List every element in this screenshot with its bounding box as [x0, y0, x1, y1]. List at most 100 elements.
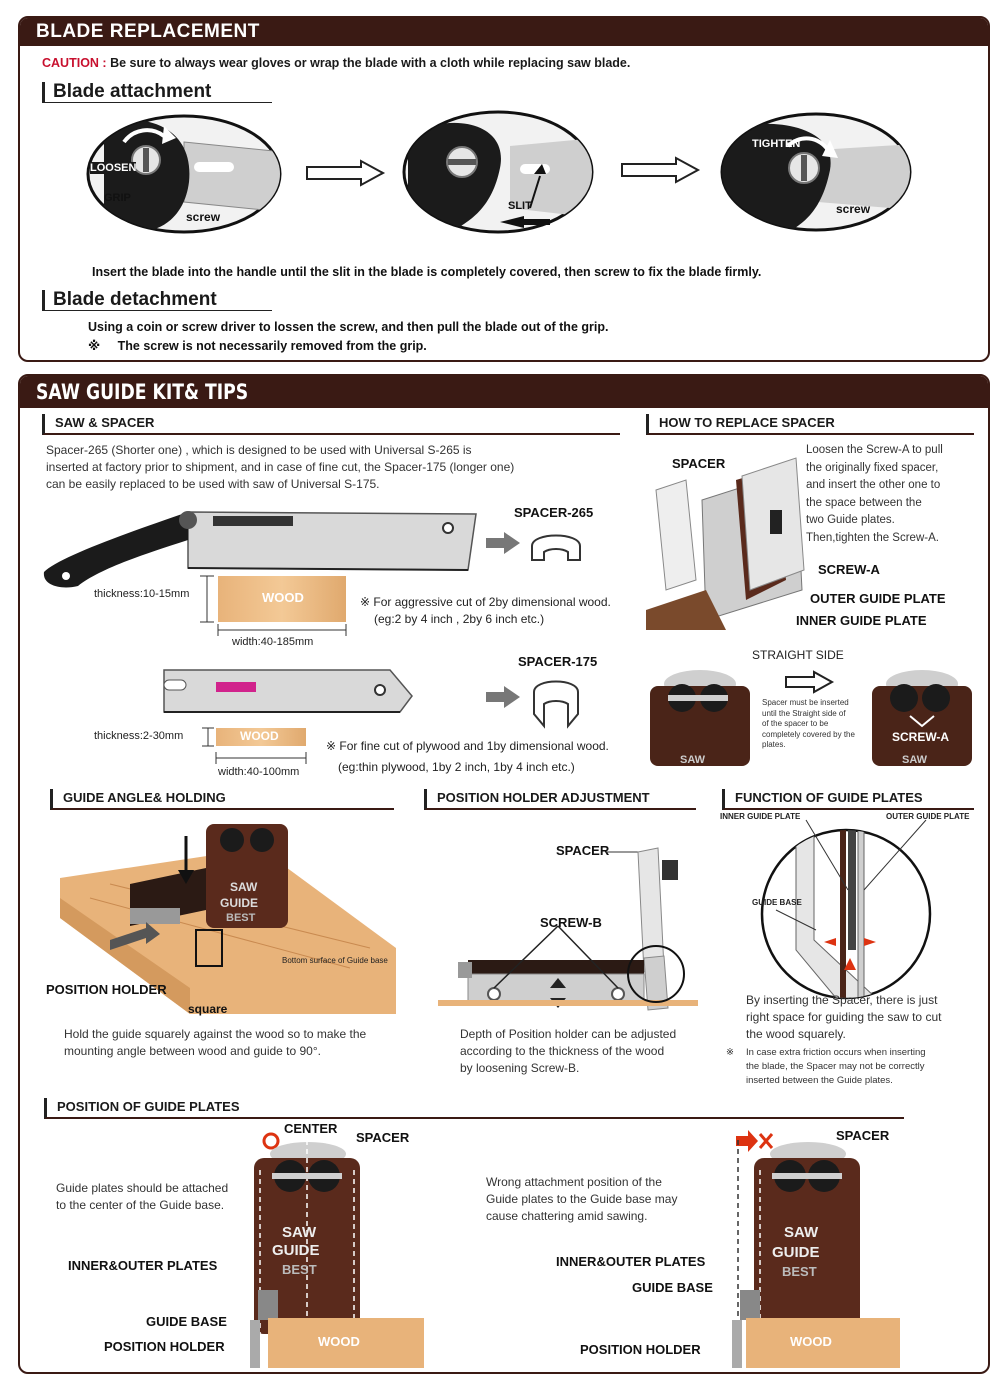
outer-guide-plate-label: OUTER GUIDE PLATE — [810, 591, 946, 606]
heading-position-plates: POSITION OF GUIDE PLATES — [44, 1098, 904, 1119]
screw-b-label: SCREW-B — [540, 915, 602, 930]
fp-inner-label: INNER GUIDE PLATE — [720, 812, 801, 821]
fp-guide-base-label: GUIDE BASE — [752, 898, 802, 907]
heading-angle-holding: GUIDE ANGLE& HOLDING — [50, 789, 394, 810]
heading-blade-detachment: Blade detachment — [42, 290, 272, 311]
inner-outer-label-bad: INNER&OUTER PLATES — [556, 1254, 706, 1269]
spacer-insert-after — [872, 670, 972, 766]
heading-blade-attachment: Blade attachment — [42, 82, 272, 103]
bad-word-saw: SAW — [784, 1224, 819, 1241]
fp-note-body: In case extra friction occurs when inser… — [746, 1046, 926, 1088]
spacer-175-label: SPACER-175 — [518, 654, 598, 669]
detachment-note: ※ The screw is not necessarily removed f… — [88, 337, 427, 355]
arrow-right-icon-2 — [621, 156, 701, 184]
bad-wood-label: WOOD — [790, 1334, 832, 1349]
guide-angle-illustration — [60, 824, 396, 1014]
function-plates-text: By inserting the Spacer, there is just r… — [746, 992, 941, 1043]
angle-holding-text: Hold the guide squarely against the wood… — [64, 1026, 366, 1060]
heading-position-holder: POSITION HOLDER ADJUSTMENT — [424, 789, 696, 810]
ph-text-3: by loosening Screw-B. — [460, 1061, 580, 1075]
guide-word-saw: SAW — [230, 880, 258, 894]
heading-saw-spacer: SAW & SPACER — [42, 414, 620, 435]
saw-label-2: SAW — [902, 754, 928, 766]
replace-spacer-label: SPACER — [672, 456, 726, 471]
good-wood-label: WOOD — [318, 1334, 360, 1349]
heading-replace-spacer: HOW TO REPLACE SPACER — [646, 414, 974, 435]
note-fine-cut: ※ For fine cut of plywood and 1by dimens… — [326, 736, 609, 778]
wood-block-1 — [218, 576, 346, 622]
arrow-right-icon-4 — [486, 686, 520, 708]
note1-line1: ※ For aggressive cut of 2by dimensional … — [360, 595, 611, 609]
note1-line2: (eg:2 by 4 inch , 2by 6 inch etc.) — [374, 612, 545, 626]
guide-wrong-illustration — [732, 1140, 900, 1368]
saw-guide-title-text: SAW GUIDE KIT& TIPS — [36, 380, 249, 404]
center-label: CENTER — [284, 1121, 338, 1136]
screw-a-label-2: SCREW-A — [892, 730, 950, 744]
grip-label: GRIP — [104, 192, 131, 204]
width-dimension-1 — [217, 624, 347, 636]
straight-side-arrow-icon — [785, 670, 835, 694]
fp-note-3: inserted between the Guide plates. — [746, 1075, 893, 1086]
replace-text-1: the originally fixed spacer, — [806, 461, 939, 474]
arrow-right-icon — [306, 159, 386, 187]
spacer-insert-note: Spacer must be inserted until the Straig… — [762, 698, 855, 751]
bad-word-guide: GUIDE — [772, 1244, 820, 1261]
ph-spacer-label: SPACER — [556, 843, 610, 858]
saw-spacer-intro-2: inserted at factory prior to shipment, a… — [46, 460, 515, 474]
thickness-label-1: thickness:10-15mm — [94, 588, 190, 600]
tighten-label: TIGHTEN — [752, 138, 801, 150]
guide-base-label-good: GUIDE BASE — [146, 1314, 227, 1329]
bad-position-text: Wrong attachment position of the Guide p… — [486, 1174, 677, 1225]
good-text-1: Guide plates should be attached — [56, 1181, 229, 1195]
replace-text-0: Loosen the Screw-A to pull — [806, 444, 943, 456]
spacer-175-shape — [533, 680, 579, 729]
spacer-note-1: until the Straight side of — [762, 708, 846, 718]
screw-a-label: SCREW-A — [818, 562, 880, 577]
ph-text-1: Depth of Position holder can be adjusted — [460, 1027, 677, 1041]
good-word-best: BEST — [282, 1262, 317, 1277]
wood-label-2: WOOD — [240, 729, 279, 743]
good-position-text: Guide plates should be attached to the c… — [56, 1180, 228, 1214]
arrow-right-icon-3 — [486, 532, 520, 554]
caution-line: CAUTION : Be sure to always wear gloves … — [42, 56, 630, 70]
bad-text-2: Guide plates to the Guide base may — [486, 1192, 678, 1206]
replace-spacer-illustration — [646, 457, 805, 630]
bottom-surface-label: Bottom surface of Guide base — [282, 956, 388, 965]
spacer-note-2: of the spacer to be — [762, 719, 829, 728]
spacer-insert-before — [650, 670, 750, 766]
thickness-dimension-1 — [200, 575, 214, 623]
position-holder-label: POSITION HOLDER — [46, 982, 167, 997]
position-holder-text: Depth of Position holder can be adjusted… — [460, 1026, 676, 1077]
angle-text-1: Hold the guide squarely against the wood… — [64, 1027, 367, 1041]
saw-spacer-intro-3: can be easily replaced to be used with s… — [46, 477, 380, 491]
spacer-265-shape — [531, 534, 581, 561]
thickness-dimension-2 — [202, 727, 214, 747]
note2-line1: ※ For fine cut of plywood and 1by dimens… — [326, 739, 609, 753]
function-plates-note: ※ In case extra friction occurs when ins… — [726, 1046, 926, 1086]
spacer-note-0: Spacer must be inserted — [762, 698, 849, 707]
inner-guide-plate-label: INNER GUIDE PLATE — [796, 613, 927, 628]
bad-text-3: cause chattering amid sawing. — [486, 1209, 648, 1223]
replace-text-3: the space between the — [806, 496, 922, 509]
ph-text-2: according to the thickness of the wood — [460, 1044, 665, 1058]
spacer-note-3: completely covered by the — [762, 729, 855, 739]
function-plates-illustration — [760, 819, 932, 1000]
spacer-label-bad: SPACER — [836, 1128, 890, 1143]
saw-spacer-intro: Spacer-265 (Shorter one) , which is desi… — [46, 442, 514, 493]
detachment-text-2: The screw is not necessarily removed fro… — [117, 339, 427, 353]
fp-outer-label: OUTER GUIDE PLATE — [886, 812, 970, 821]
spacer-note-4: plates. — [762, 740, 786, 749]
position-holder-label-good: POSITION HOLDER — [104, 1339, 225, 1354]
correct-position-marker-icon — [262, 1132, 280, 1150]
loosen-label: LOOSEN — [90, 162, 137, 174]
fp-text-2: right space for guiding the saw to cut — [746, 1010, 942, 1024]
replace-text-4: two Guide plates. — [806, 514, 895, 526]
wood-block-2 — [216, 728, 306, 746]
guide-correct-illustration — [250, 1140, 424, 1368]
screw-label-1: screw — [186, 210, 221, 224]
guide-word-guide: GUIDE — [220, 896, 259, 910]
good-text-2: to the center of the Guide base. — [56, 1198, 225, 1212]
note2-line2: (eg:thin plywood, 1by 2 inch, 1by 4 inch… — [338, 760, 575, 774]
spacer-label-good: SPACER — [356, 1130, 410, 1145]
section-title-saw-guide: SAW GUIDE KIT& TIPS — [20, 376, 988, 408]
